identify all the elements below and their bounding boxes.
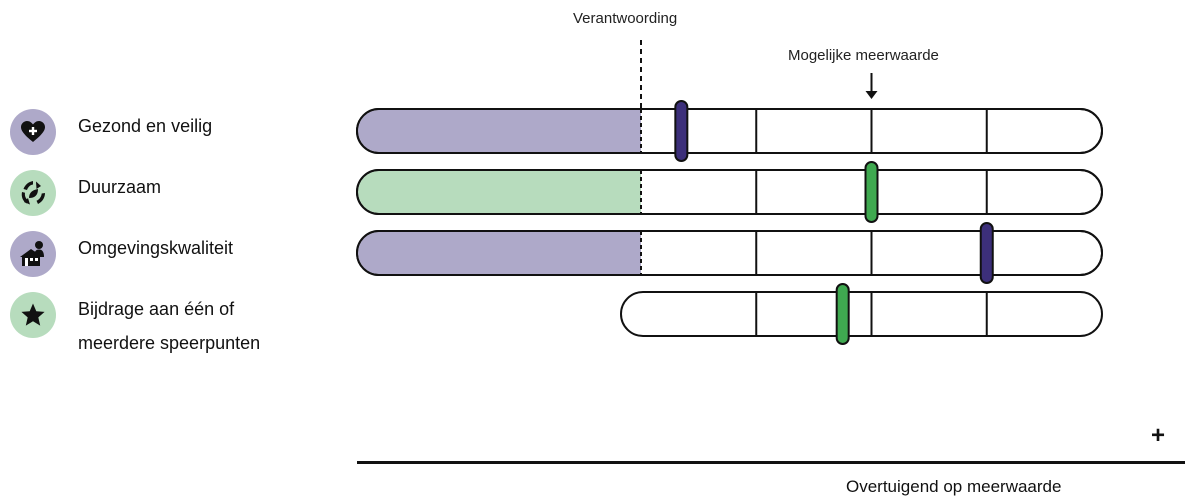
mogelijke-meerwaarde-label: Mogelijke meerwaarde	[788, 47, 939, 64]
score-marker	[674, 100, 689, 162]
house-people-icon	[20, 241, 44, 266]
legend-label: Bijdrage aan één of meerdere speerpunten	[78, 299, 261, 353]
legend-item-omgevingskwaliteit: Omgevingskwaliteit	[10, 231, 233, 277]
verantwoording-fill	[358, 110, 641, 152]
bar-outline	[356, 230, 1103, 276]
recycle-leaf-icon	[21, 181, 45, 205]
legend-icon-badge	[10, 292, 56, 338]
legend-label: Omgevingskwaliteit	[78, 238, 234, 258]
bar-outline	[356, 169, 1103, 215]
score-marker	[835, 283, 850, 345]
legend-icon-badge	[10, 170, 56, 216]
verantwoording-label: Verantwoording	[573, 10, 678, 27]
legend-label: Gezond en veilig	[78, 116, 213, 136]
legend-icon-badge	[10, 109, 56, 155]
legend-item-duurzaam: Duurzaam	[10, 170, 161, 216]
legend-icon-badge	[10, 231, 56, 277]
score-marker	[864, 161, 879, 223]
score-marker	[979, 222, 994, 284]
axis-caption: Overtuigend op meerwaarde	[846, 477, 1062, 496]
star-icon	[21, 303, 45, 326]
legend-item-gezond-en-veilig: Gezond en veilig	[10, 109, 212, 155]
verantwoording-fill	[358, 232, 641, 274]
score-bars	[356, 40, 1103, 345]
mogelijke-meerwaarde-arrow-head	[865, 91, 878, 99]
axis-line	[357, 461, 1185, 464]
legend-label: Duurzaam	[78, 177, 162, 197]
axis-plus-sign: +	[1151, 422, 1166, 449]
legend-item-speerpunten: Bijdrage aan één of meerdere speerpunten	[10, 292, 260, 360]
bar-track	[620, 291, 1103, 337]
verantwoording-fill	[358, 171, 641, 213]
heart-plus-icon	[21, 121, 45, 142]
bar-outline	[356, 108, 1103, 154]
